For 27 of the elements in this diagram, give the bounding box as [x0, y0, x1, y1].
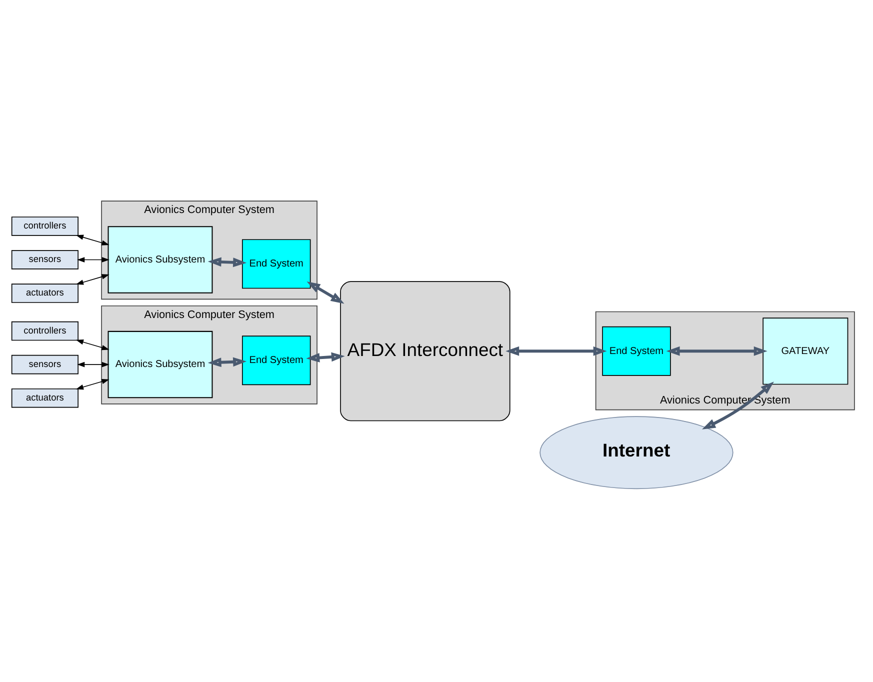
node-box: Avionics Subsystem	[108, 226, 213, 293]
node-ellipse: Internet	[540, 416, 734, 489]
node-box: AFDX Interconnect	[340, 280, 510, 421]
node-box: sensors	[11, 354, 78, 374]
arrow	[76, 339, 110, 350]
arrow	[306, 280, 344, 304]
node-box: sensors	[11, 250, 78, 269]
arrow	[702, 381, 774, 429]
arrow	[77, 256, 110, 262]
arrow	[208, 256, 247, 267]
arrow	[306, 352, 345, 362]
node-box: GATEWAY	[762, 317, 848, 384]
arrow	[77, 361, 110, 367]
node-box: controllers	[11, 216, 78, 236]
node-box: End System	[242, 335, 311, 385]
arrow	[76, 378, 110, 390]
arrow	[666, 346, 768, 356]
arrow	[208, 356, 247, 367]
arrow	[76, 234, 110, 245]
arrow	[76, 274, 110, 284]
arrow	[506, 346, 607, 356]
node-box: End System	[242, 238, 311, 288]
node-box: actuators	[11, 283, 78, 302]
node-box: actuators	[11, 388, 78, 408]
node-box: controllers	[11, 320, 78, 340]
node-box: End System	[602, 326, 671, 376]
node-box: Avionics Subsystem	[108, 330, 213, 398]
